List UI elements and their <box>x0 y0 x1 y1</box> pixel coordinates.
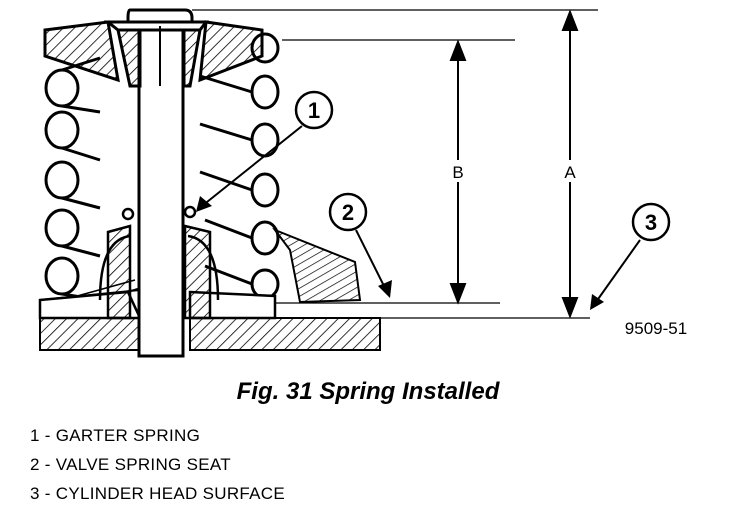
legend-item-cylinder-head-surface: 3 - CYLINDER HEAD SURFACE <box>30 484 285 503</box>
valve-guide <box>98 224 220 320</box>
valve-spring-diagram: A B 1 2 3 9509-51 <box>38 8 687 358</box>
valve-spring-coils-right <box>199 32 280 300</box>
legend-item-valve-spring-seat: 2 - VALVE SPRING SEAT <box>30 455 231 474</box>
garter-spring <box>121 205 197 221</box>
valve-spring-coils-left <box>44 56 101 302</box>
callout-3-label: 3 <box>645 210 657 235</box>
dimension-b-label: B <box>452 163 463 182</box>
legend-item-garter-spring: 1 - GARTER SPRING <box>30 426 201 445</box>
dimension-a-label: A <box>564 163 576 182</box>
figure-number: 9509-51 <box>625 319 687 338</box>
figure-caption: Fig. 31 Spring Installed <box>236 378 500 405</box>
dim-b-label-bg <box>448 160 468 182</box>
spring-retainer <box>43 8 264 88</box>
callout-3: 3 <box>590 202 671 310</box>
callout-2: 2 <box>328 192 392 298</box>
valve-stem <box>137 24 185 358</box>
callout-1-label: 1 <box>308 98 320 123</box>
dim-a-label-bg <box>560 160 580 182</box>
callout-2-label: 2 <box>342 200 354 225</box>
callout-1: 1 <box>196 90 334 212</box>
